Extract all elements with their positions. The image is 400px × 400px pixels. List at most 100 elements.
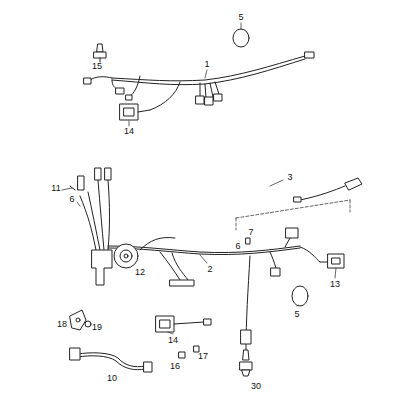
harness-lower-part bbox=[98, 180, 104, 250]
harness-lower-part bbox=[170, 280, 194, 286]
horn-12-part bbox=[124, 254, 128, 258]
harness-lower-part bbox=[271, 268, 280, 276]
callout-number: 15 bbox=[91, 61, 103, 71]
screw-7-part bbox=[246, 238, 250, 244]
bracket-18-part bbox=[70, 310, 86, 330]
harness-upper-part bbox=[90, 77, 112, 80]
harness-upper-part bbox=[305, 52, 314, 58]
leader-line bbox=[335, 268, 336, 278]
bracket-18 bbox=[70, 310, 91, 330]
leader-line bbox=[62, 188, 72, 190]
horn-12-part bbox=[120, 250, 132, 262]
callout-number: 1 bbox=[203, 59, 210, 69]
harness-lower-part bbox=[95, 168, 101, 180]
relay-box-13-part bbox=[332, 258, 340, 264]
harness-upper-part bbox=[205, 97, 213, 105]
cable-3-part bbox=[300, 186, 345, 200]
callout-number: 12 bbox=[134, 267, 146, 277]
leader-line bbox=[205, 70, 207, 78]
screws-16-17 bbox=[179, 346, 199, 358]
callout-number: 11 bbox=[50, 183, 61, 193]
harness-upper-part bbox=[112, 59, 305, 85]
harness-upper-part bbox=[196, 96, 204, 104]
switch-30-part bbox=[242, 370, 250, 376]
callout-number: 7 bbox=[247, 227, 254, 237]
sub-harness-10-part bbox=[78, 353, 145, 367]
harness-lower-part bbox=[88, 192, 100, 250]
relay-box-14-lower-part bbox=[174, 322, 204, 324]
ring-5-lower bbox=[292, 286, 308, 306]
harness-lower-part bbox=[105, 168, 111, 180]
horn-12 bbox=[114, 244, 138, 268]
callout-number: 17 bbox=[197, 351, 209, 361]
harness-lower-part bbox=[285, 238, 290, 247]
harness-lower-part bbox=[160, 252, 180, 280]
cable-3-part bbox=[236, 200, 350, 230]
cable-3-part bbox=[345, 178, 362, 190]
harness-upper bbox=[84, 52, 314, 110]
relay-box-14-upper-part bbox=[138, 110, 150, 112]
relay-box-14-lower-part bbox=[204, 319, 211, 325]
relay-box-13-part bbox=[328, 254, 344, 268]
cable-3-part bbox=[236, 200, 350, 218]
leader-line bbox=[270, 180, 283, 186]
harness-lower-part bbox=[286, 228, 298, 238]
harness-upper-part bbox=[84, 78, 91, 84]
relay-box-14-upper bbox=[120, 104, 150, 120]
harness-upper-part bbox=[116, 88, 124, 94]
leader-line bbox=[297, 305, 298, 306]
switch-15-part bbox=[97, 44, 103, 52]
cable-3-part bbox=[294, 197, 301, 202]
harness-lower-part bbox=[172, 253, 188, 280]
sub-harness-10-part bbox=[144, 362, 152, 372]
callout-number: 6 bbox=[68, 194, 75, 204]
bracket-18-part bbox=[85, 321, 91, 327]
switch-30-part bbox=[240, 362, 252, 370]
harness-lower-part bbox=[300, 247, 320, 262]
screws-16-17-part bbox=[179, 352, 185, 358]
switch-15-part bbox=[94, 52, 106, 58]
callout-number: 3 bbox=[286, 172, 293, 182]
relay-box-14-upper-part bbox=[124, 108, 134, 116]
switch-30 bbox=[240, 362, 252, 376]
harness-upper-part bbox=[126, 95, 132, 100]
harness-upper-part bbox=[130, 76, 140, 96]
callout-number: 30 bbox=[250, 381, 262, 391]
harness-lower-part bbox=[92, 250, 112, 285]
relay-box-13 bbox=[320, 254, 344, 268]
sub-harness-10-part bbox=[78, 356, 145, 370]
harness-lower-part bbox=[140, 238, 175, 251]
callout-number: 18 bbox=[56, 319, 68, 329]
relay-box-14-lower-part bbox=[160, 320, 170, 328]
bracket-18-part bbox=[76, 318, 80, 322]
harness-lower-part bbox=[80, 196, 96, 250]
relay-box-14-lower-part bbox=[156, 316, 174, 332]
sub-harness-10-part bbox=[70, 348, 80, 360]
callout-number: 16 bbox=[169, 361, 181, 371]
harness-lower-part bbox=[78, 176, 84, 190]
leader-line bbox=[200, 255, 207, 263]
callout-number: 14 bbox=[123, 126, 135, 136]
callout-number: 5 bbox=[293, 309, 300, 319]
harness-lower-part bbox=[241, 330, 251, 344]
harness-upper-part bbox=[150, 82, 180, 110]
horn-12-part bbox=[114, 244, 138, 268]
switch-15 bbox=[94, 44, 106, 62]
ring-5-upper bbox=[233, 29, 249, 47]
harness-lower-part bbox=[270, 252, 276, 268]
screw-7 bbox=[246, 238, 250, 244]
harness-lower bbox=[70, 168, 320, 360]
harness-lower-part bbox=[108, 180, 110, 250]
cable-3 bbox=[236, 178, 362, 230]
sub-harness-10 bbox=[70, 348, 152, 372]
leader-line bbox=[241, 23, 242, 29]
callout-number: 14 bbox=[167, 335, 179, 345]
relay-box-14-upper-part bbox=[120, 104, 138, 120]
relay-box-13-part bbox=[320, 262, 328, 263]
callout-number: 13 bbox=[329, 279, 341, 289]
callout-number: 10 bbox=[106, 373, 118, 383]
callout-number: 2 bbox=[206, 264, 213, 274]
harness-lower-part bbox=[243, 350, 249, 360]
